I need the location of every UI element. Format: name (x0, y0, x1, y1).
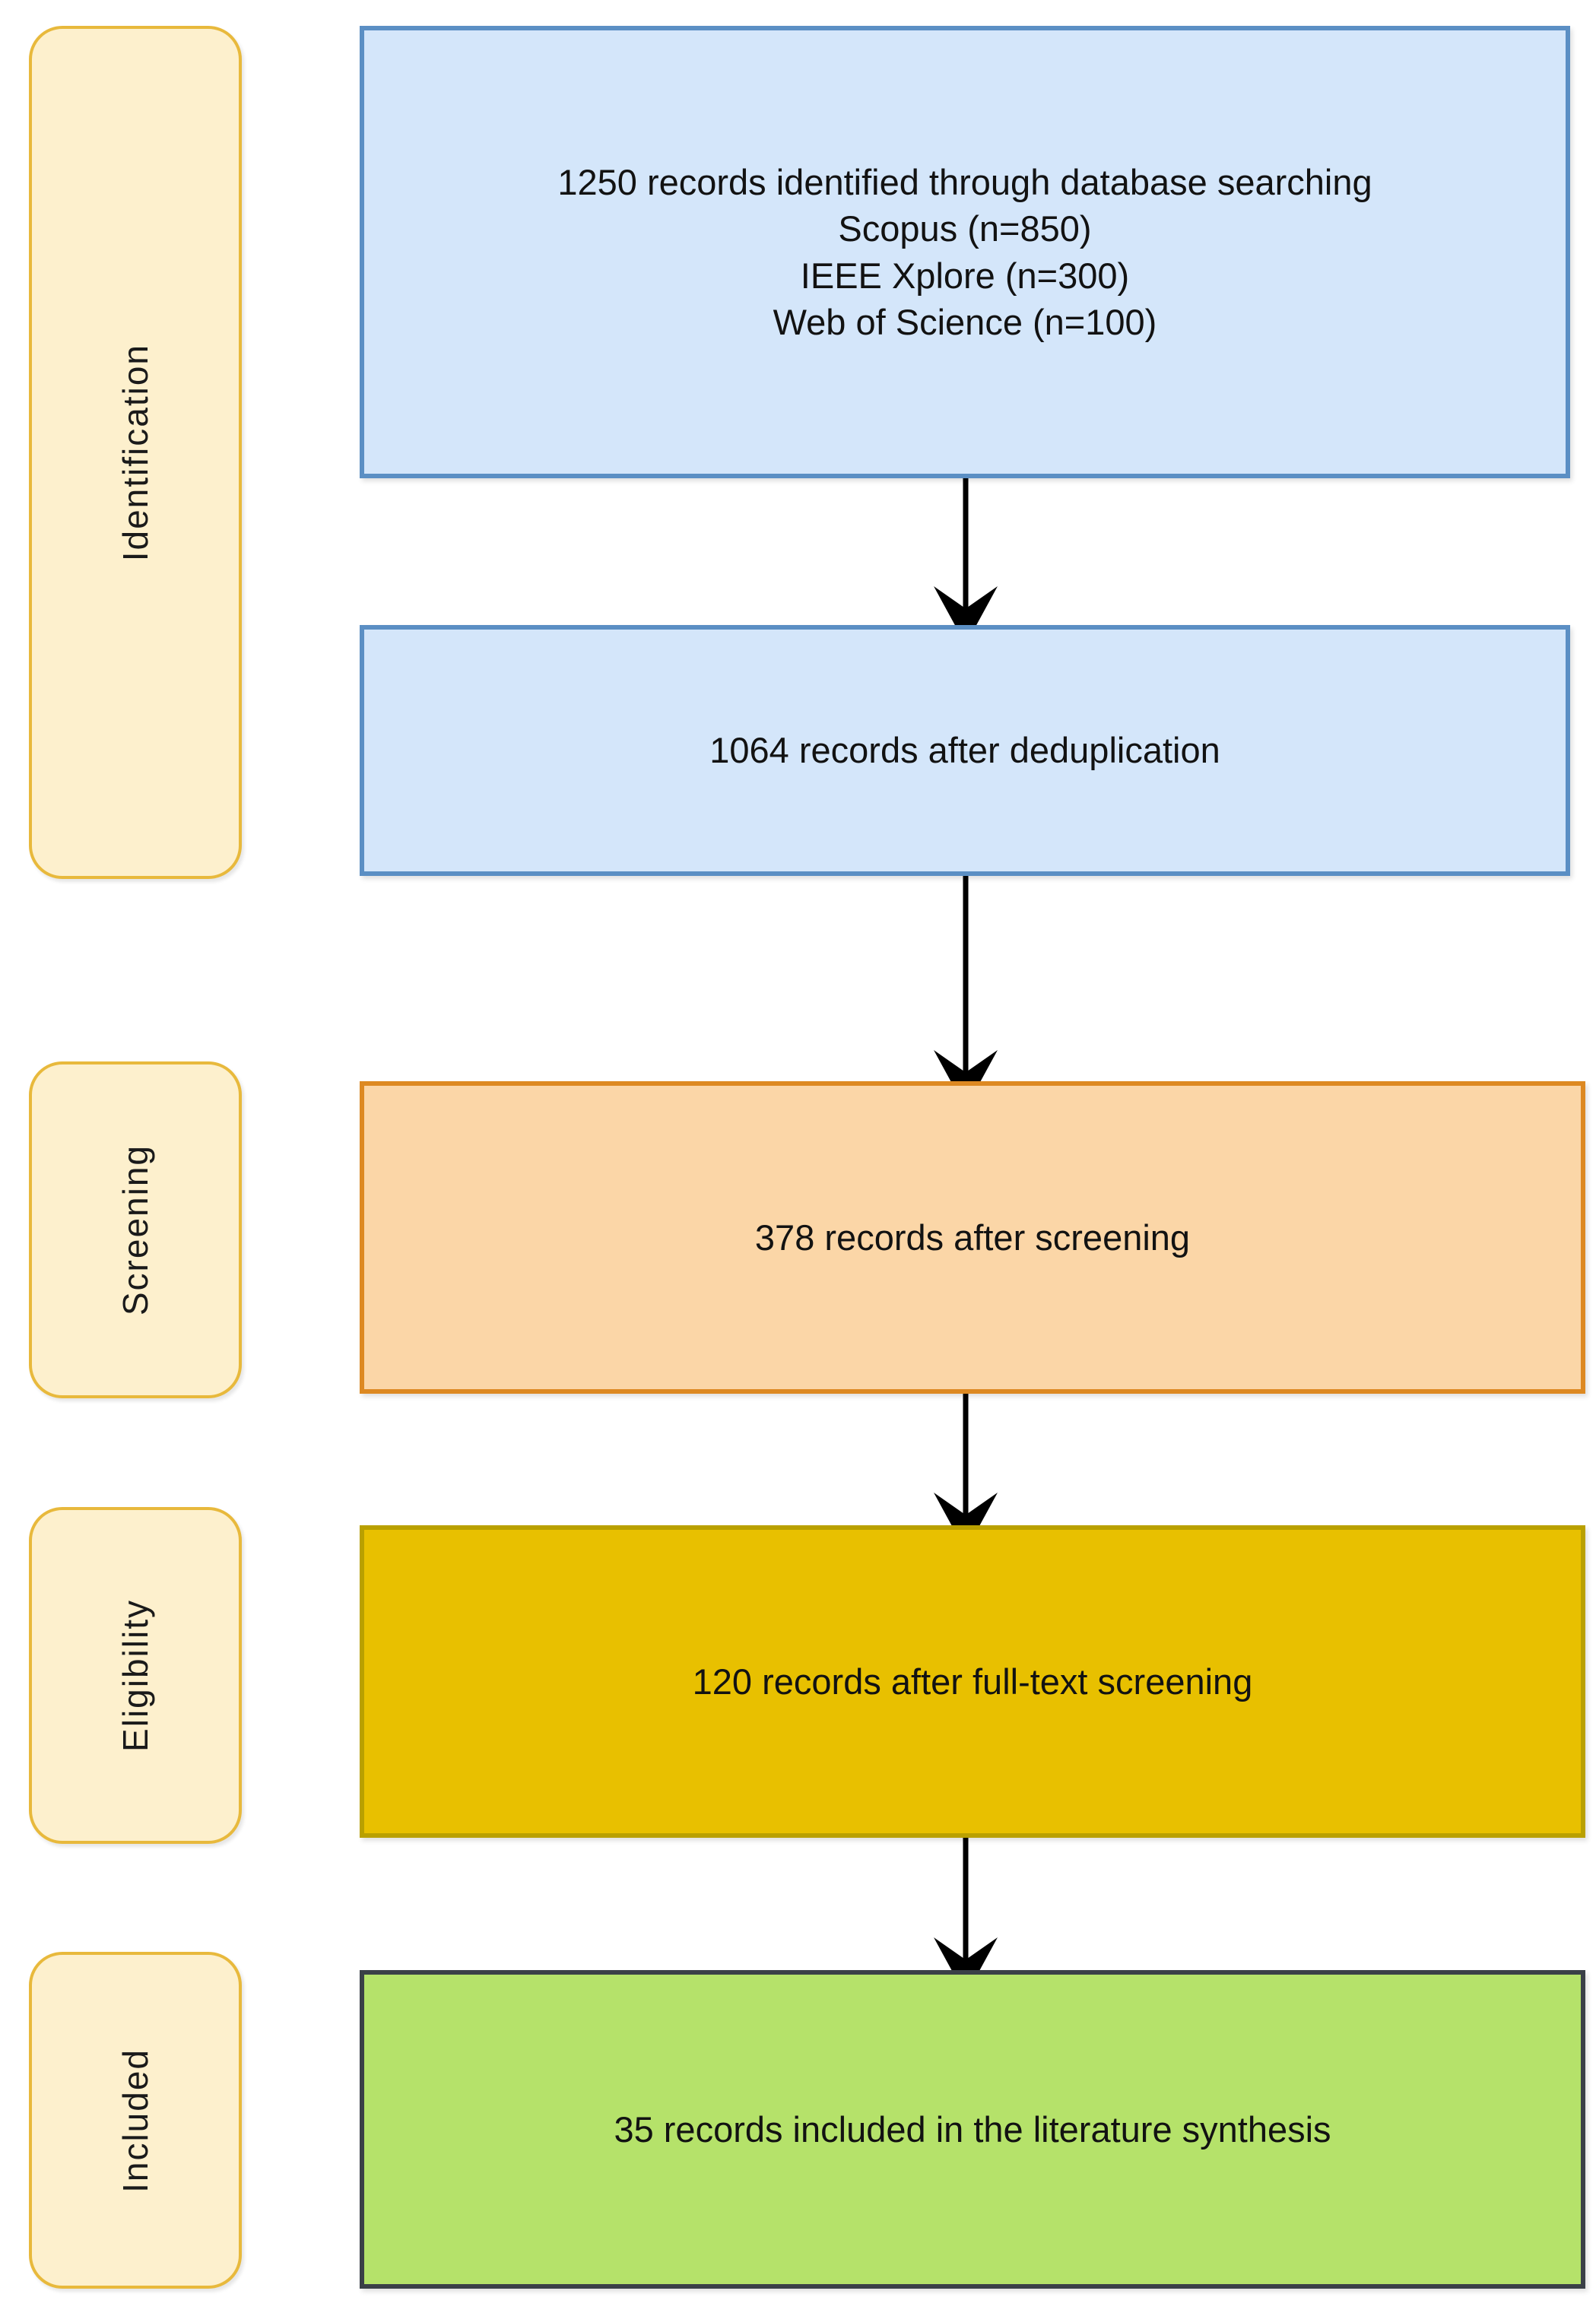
node-records-deduplicated-text: 1064 records after deduplication (709, 730, 1220, 771)
phase-label-identification-text: Identification (116, 343, 155, 562)
phase-label-eligibility: Eligibility (29, 1507, 242, 1844)
phase-label-screening: Screening (29, 1061, 242, 1398)
node-records-fulltext: 120 records after full-text screening (360, 1525, 1585, 1838)
node-records-identified: 1250 records identified through database… (360, 26, 1570, 478)
node-records-screened-text: 378 records after screening (754, 1217, 1191, 1258)
phase-label-eligibility-text: Eligibility (116, 1599, 155, 1752)
node-records-screened: 378 records after screening (360, 1081, 1585, 1394)
phase-label-included-text: Included (116, 2048, 155, 2193)
node-records-deduplicated: 1064 records after deduplication (360, 625, 1570, 876)
phase-label-included: Included (29, 1952, 242, 2289)
phase-label-screening-text: Screening (116, 1144, 155, 1316)
phase-label-identification: Identification (29, 26, 242, 879)
node-records-identified-text: 1250 records identified through database… (557, 162, 1372, 342)
node-records-fulltext-text: 120 records after full-text screening (692, 1661, 1253, 1702)
node-records-included: 35 records included in the literature sy… (360, 1970, 1585, 2289)
node-records-included-text: 35 records included in the literature sy… (614, 2108, 1331, 2150)
